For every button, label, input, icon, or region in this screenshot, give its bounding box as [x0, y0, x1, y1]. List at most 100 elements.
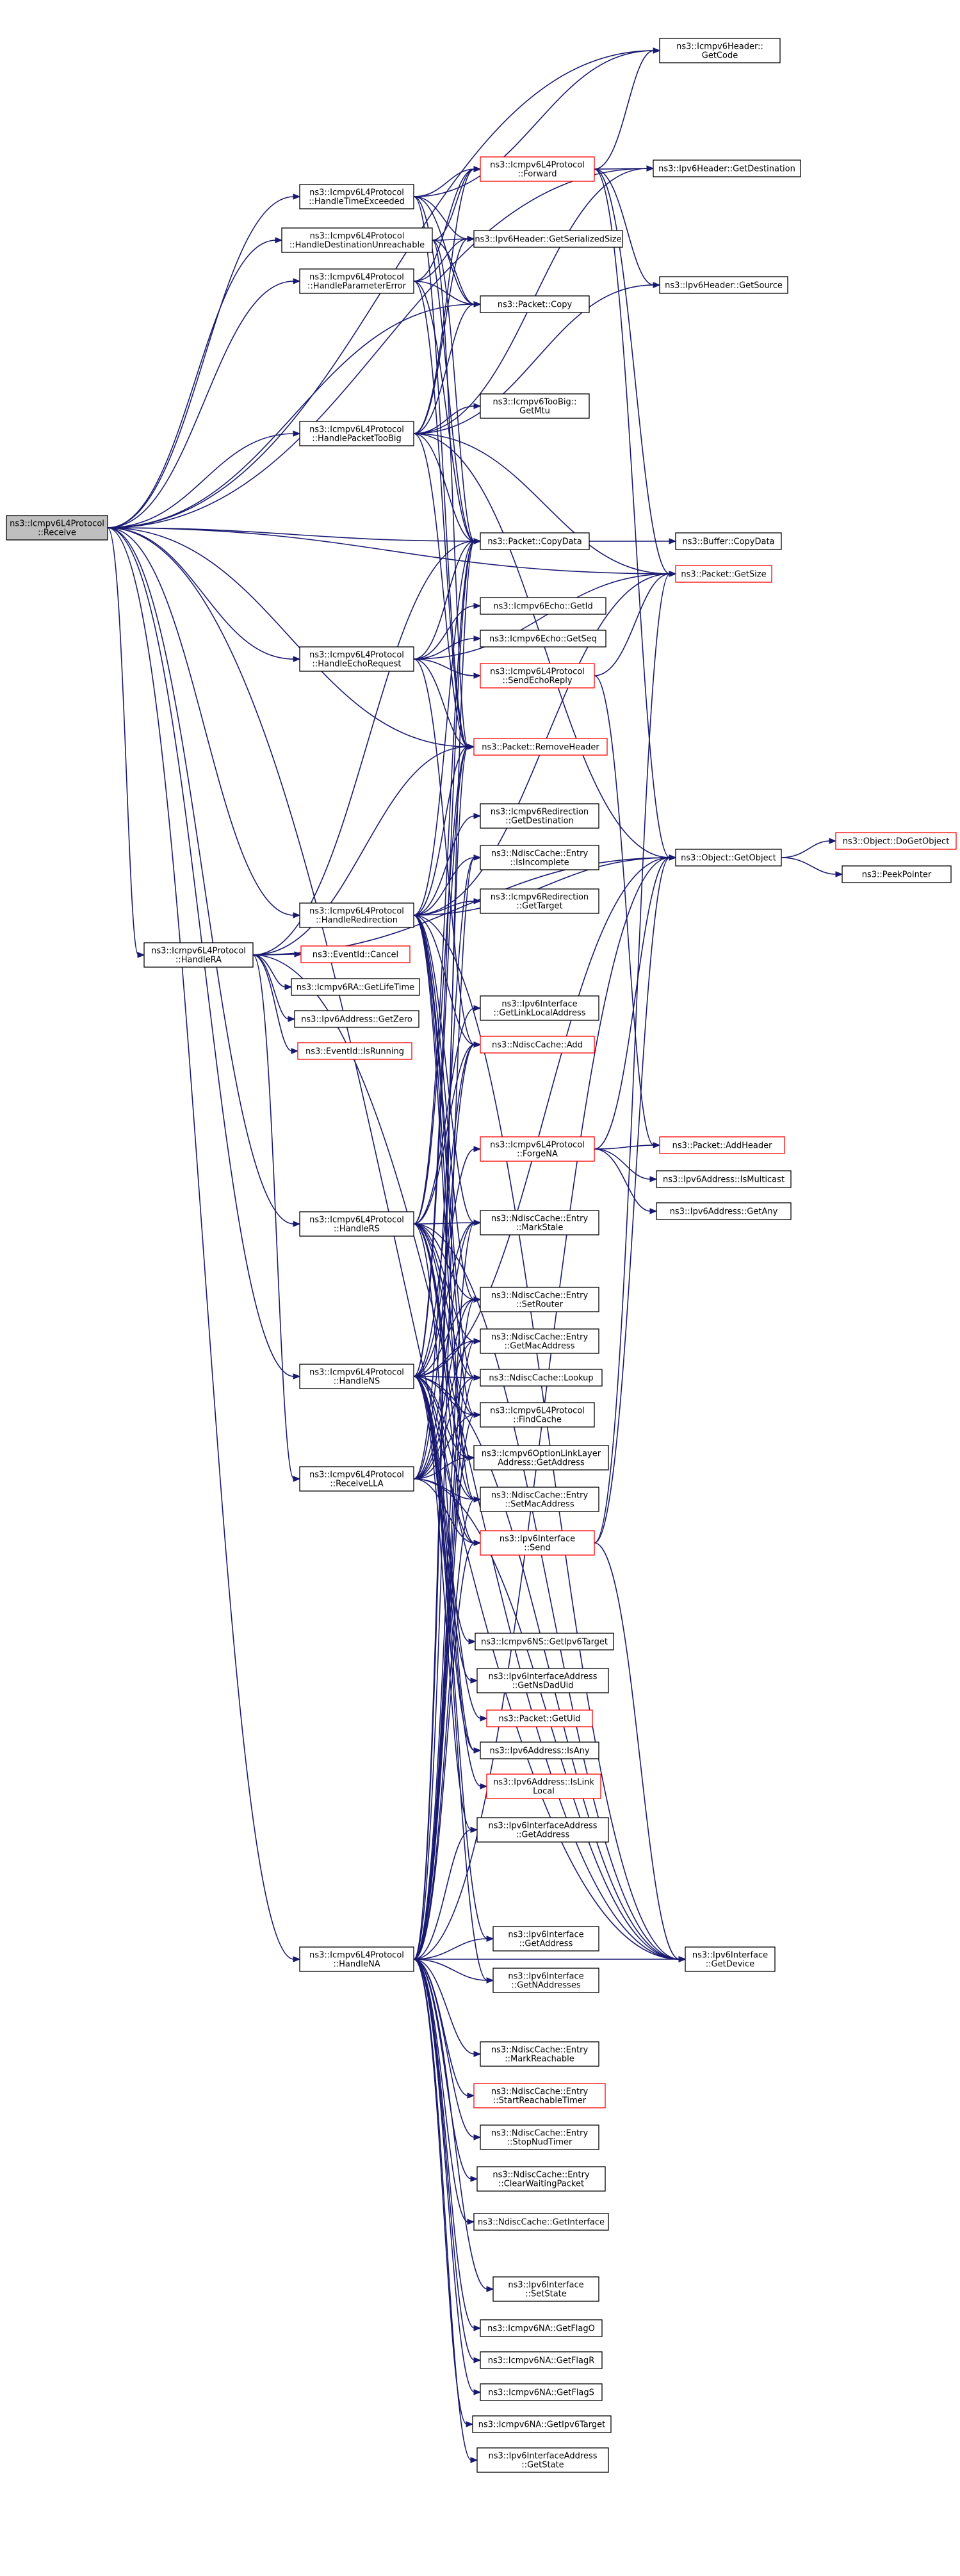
node-packet-add-header[interactable]: ns3::Packet::AddHeader	[659, 1136, 785, 1154]
node-label: ns3::PeekPointer	[862, 870, 932, 880]
node-icmpv6-too-big-get-mtu[interactable]: ns3::Icmpv6TooBig::GetMtu	[480, 393, 590, 419]
node-buffer-copy-data[interactable]: ns3::Buffer::CopyData	[675, 532, 782, 550]
edge-arrowhead	[137, 952, 145, 958]
node-handle-redirection[interactable]: ns3::Icmpv6L4Protocol::HandleRedirection	[299, 902, 414, 928]
node-iface-address-get-ns-dad-uid[interactable]: ns3::Ipv6InterfaceAddress::GetNsDadUid	[476, 1668, 609, 1693]
node-ipv6-interface-get-device[interactable]: ns3::Ipv6Interface::GetDevice	[685, 1946, 776, 1972]
node-handle-parameter-error[interactable]: ns3::Icmpv6L4Protocol::HandleParameterEr…	[299, 268, 414, 294]
node-box	[480, 2124, 599, 2150]
node-handle-ns[interactable]: ns3::Icmpv6L4Protocol::HandleNS	[299, 1364, 414, 1389]
node-label: ::HandlePacketTooBig	[312, 434, 402, 444]
node-ndisc-cache-add[interactable]: ns3::NdiscCache::Add	[480, 1036, 595, 1054]
call-edge-handle_time_exceeded-to-icmpv6_header_get_code	[413, 50, 655, 197]
node-ndisc-entry-stop-nud-timer[interactable]: ns3::NdiscCache::Entry::StopNudTimer	[480, 2124, 599, 2150]
node-ipv6-interface-set-state[interactable]: ns3::Ipv6Interface::SetState	[492, 2276, 599, 2302]
node-ndisc-entry-mark-stale[interactable]: ns3::NdiscCache::Entry::MarkStale	[480, 1210, 599, 1235]
node-event-id-is-running[interactable]: ns3::EventId::IsRunning	[297, 1042, 412, 1060]
node-label: ::GetDestination	[505, 817, 574, 826]
node-box	[480, 1210, 599, 1235]
node-echo-get-seq[interactable]: ns3::Icmpv6Echo::GetSeq	[480, 630, 606, 648]
node-packet-get-uid[interactable]: ns3::Packet::GetUid	[486, 1709, 593, 1727]
node-na-get-ipv6-target[interactable]: ns3::Icmpv6NA::GetIpv6Target	[472, 2415, 612, 2433]
node-box	[480, 888, 599, 914]
node-ipv6-address-get-zero[interactable]: ns3::Ipv6Address::GetZero	[294, 1010, 419, 1028]
node-label: ns3::Icmpv6L4Protocol	[309, 1368, 404, 1378]
node-box	[480, 663, 595, 689]
node-ndisc-entry-is-incomplete[interactable]: ns3::NdiscCache::Entry::IsIncomplete	[480, 845, 599, 870]
edge-arrowhead	[473, 1412, 482, 1418]
node-label: ns3::Icmpv6L4Protocol	[309, 907, 404, 917]
node-handle-time-exceeded[interactable]: ns3::Icmpv6L4Protocol::HandleTimeExceede…	[299, 184, 414, 209]
node-iface-address-get-state[interactable]: ns3::Ipv6InterfaceAddress::GetState	[476, 2447, 609, 2473]
node-ipv6-address-get-any[interactable]: ns3::Ipv6Address::GetAny	[656, 1202, 792, 1220]
node-ndisc-cache-lookup[interactable]: ns3::NdiscCache::Lookup	[480, 1369, 603, 1387]
node-label: ::HandleRedirection	[316, 916, 398, 925]
node-redirection-get-destination[interactable]: ns3::Icmpv6Redirection::GetDestination	[480, 803, 599, 829]
call-edge-handle_destination_unreachable-to-packet_remove_header	[432, 240, 469, 747]
call-edge-handle_na-to-ndisc_entry_mark_stale	[413, 1222, 475, 1960]
node-label: ::MarkReachable	[505, 2055, 574, 2064]
call-edge-forge_na-to-ipv6_address_is_multicast	[594, 1148, 651, 1180]
node-forward[interactable]: ns3::Icmpv6L4Protocol::Forward	[480, 156, 595, 182]
edge-arrowhead	[473, 2357, 482, 2363]
node-ipv6-get-serialized-size[interactable]: ns3::Ipv6Header::GetSerializedSize	[473, 230, 623, 248]
node-ra-get-life-time[interactable]: ns3::Icmpv6RA::GetLifeTime	[291, 978, 420, 996]
node-na-get-flag-o[interactable]: ns3::Icmpv6NA::GetFlagO	[480, 2319, 603, 2337]
node-forge-na[interactable]: ns3::Icmpv6L4Protocol::ForgeNA	[480, 1136, 595, 1162]
edge-arrowhead	[293, 1956, 301, 1962]
node-option-link-layer-get-address[interactable]: ns3::Icmpv6OptionLinkLayerAddress::GetAd…	[473, 1445, 609, 1471]
node-event-id-cancel[interactable]: ns3::EventId::Cancel	[300, 945, 411, 963]
node-ipv6-interface-send[interactable]: ns3::Ipv6Interface::Send	[480, 1530, 595, 1556]
node-ndisc-entry-get-mac-address[interactable]: ns3::NdiscCache::Entry::GetMacAddress	[480, 1328, 599, 1354]
call-edge-handle_na-to-ndisc_entry_mark_reachable	[413, 1959, 475, 2055]
node-receive-lla[interactable]: ns3::Icmpv6L4Protocol::ReceiveLLA	[299, 1466, 414, 1492]
node-receive[interactable]: ns3::Icmpv6L4Protocol::Receive	[6, 515, 108, 541]
node-icmpv6-header-get-code[interactable]: ns3::Icmpv6Header::GetCode	[659, 38, 781, 63]
node-ndisc-cache-get-interface[interactable]: ns3::NdiscCache::GetInterface	[473, 2213, 609, 2231]
node-label: ::SetRouter	[516, 1300, 564, 1310]
node-send-echo-reply[interactable]: ns3::Icmpv6L4Protocol::SendEchoReply	[480, 663, 595, 689]
node-ipv6-header-get-destination[interactable]: ns3::Ipv6Header::GetDestination	[653, 159, 801, 177]
call-edge-handle_echo_request-to-packet_get_size	[413, 573, 671, 660]
node-echo-get-id[interactable]: ns3::Icmpv6Echo::GetId	[480, 597, 606, 615]
node-na-get-flag-s[interactable]: ns3::Icmpv6NA::GetFlagS	[480, 2383, 603, 2401]
node-ipv6-header-get-source[interactable]: ns3::Ipv6Header::GetSource	[659, 276, 788, 294]
call-edge-handle_na-to-ipv6_interface_get_address	[413, 1938, 488, 1960]
node-iface-address-get-address[interactable]: ns3::Ipv6InterfaceAddress::GetAddress	[476, 1817, 609, 1843]
node-packet-copy[interactable]: ns3::Packet::Copy	[480, 295, 590, 313]
edge-arrowhead	[480, 1715, 488, 1722]
node-ipv6-address-is-multicast[interactable]: ns3::Ipv6Address::IsMulticast	[656, 1170, 792, 1188]
node-find-cache[interactable]: ns3::Icmpv6L4Protocol::FindCache	[480, 1402, 595, 1428]
node-get-link-local-address[interactable]: ns3::Ipv6Interface::GetLinkLocalAddress	[480, 995, 599, 1021]
node-ndisc-entry-mark-reachable[interactable]: ns3::NdiscCache::Entry::MarkReachable	[480, 2041, 599, 2067]
node-packet-get-size[interactable]: ns3::Packet::GetSize	[675, 565, 772, 583]
node-packet-copy-data[interactable]: ns3::Packet::CopyData	[480, 532, 590, 550]
node-peek-pointer[interactable]: ns3::PeekPointer	[842, 865, 952, 883]
call-edge-handle_redirection-to-ndisc_entry_mark_stale	[413, 915, 475, 1223]
node-redirection-get-target[interactable]: ns3::Icmpv6Redirection::GetTarget	[480, 888, 599, 914]
node-object-get-object[interactable]: ns3::Object::GetObject	[675, 849, 782, 867]
node-ndisc-entry-clear-waiting-packet[interactable]: ns3::NdiscCache::Entry::ClearWaitingPack…	[476, 2166, 606, 2192]
node-handle-ra[interactable]: ns3::Icmpv6L4Protocol::HandleRA	[143, 942, 254, 968]
node-label: ns3::Icmpv6L4Protocol	[309, 188, 404, 198]
node-ndisc-entry-set-router[interactable]: ns3::NdiscCache::Entry::SetRouter	[480, 1287, 599, 1312]
edge-arrowhead	[473, 1219, 482, 1226]
node-handle-destination-unreachable[interactable]: ns3::Icmpv6L4Protocol::HandleDestination…	[281, 227, 433, 253]
node-ndisc-entry-start-reachable-timer[interactable]: ns3::NdiscCache::Entry::StartReachableTi…	[473, 2083, 606, 2108]
node-handle-echo-request[interactable]: ns3::Icmpv6L4Protocol::HandleEchoRequest	[299, 646, 414, 672]
node-na-get-flag-r[interactable]: ns3::Icmpv6NA::GetFlagR	[480, 2351, 603, 2369]
call-edge-handle_ns-to-ipv6_interface_get_device	[413, 1376, 680, 1960]
node-ipv6-interface-get-address[interactable]: ns3::Ipv6Interface::GetAddress	[492, 1926, 599, 1952]
node-handle-rs[interactable]: ns3::Icmpv6L4Protocol::HandleRS	[299, 1211, 414, 1237]
node-ipv6-interface-get-n-addresses[interactable]: ns3::Ipv6Interface::GetNAddresses	[492, 1968, 599, 1993]
edge-arrowhead	[293, 193, 301, 200]
node-ndisc-entry-set-mac-address[interactable]: ns3::NdiscCache::Entry::SetMacAddress	[480, 1487, 599, 1512]
node-ipv6-address-is-any[interactable]: ns3::Ipv6Address::IsAny	[480, 1741, 599, 1759]
node-ns-get-ipv6-target[interactable]: ns3::Icmpv6NS::GetIpv6Target	[475, 1633, 614, 1651]
node-packet-remove-header[interactable]: ns3::Packet::RemoveHeader	[473, 738, 608, 756]
node-handle-packet-too-big[interactable]: ns3::Icmpv6L4Protocol::HandlePacketTooBi…	[299, 421, 414, 446]
node-handle-na[interactable]: ns3::Icmpv6L4Protocol::HandleNA	[299, 1946, 414, 1972]
node-object-do-get-object[interactable]: ns3::Object::DoGetObject	[835, 832, 957, 850]
